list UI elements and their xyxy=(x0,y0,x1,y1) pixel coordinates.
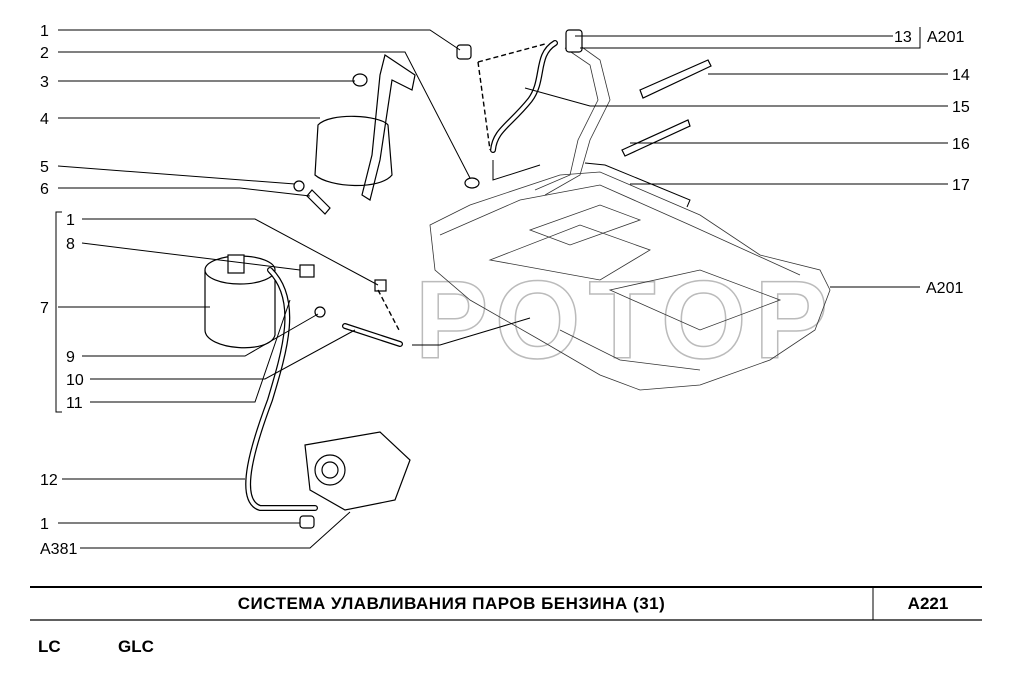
callout-label: 14 xyxy=(952,67,970,84)
clip xyxy=(456,44,472,60)
variant-lc: LC xyxy=(38,637,61,656)
callout-label: 11 xyxy=(66,395,83,412)
callout-label: A381 xyxy=(40,541,77,558)
callout-label: 3 xyxy=(40,74,49,91)
callout-label: 12 xyxy=(40,472,58,489)
callout-label: 5 xyxy=(40,159,49,176)
callout-label: 16 xyxy=(952,136,970,153)
callout-label: 7 xyxy=(40,300,49,317)
fuel-tank xyxy=(429,171,831,391)
hose-15 xyxy=(490,40,558,153)
right-callouts: 13 A201 14 15 16 17 A201 xyxy=(524,29,970,297)
canister xyxy=(204,254,387,349)
callout-label: A201 xyxy=(926,280,963,297)
variant-glc: GLC xyxy=(118,637,154,656)
cable-tie-16 xyxy=(621,119,691,157)
callout-label: 1 xyxy=(66,212,75,229)
callout-label: 17 xyxy=(952,177,970,194)
callout-label: 10 xyxy=(66,372,84,389)
callout-label: 13 xyxy=(894,29,912,46)
grommet xyxy=(464,177,480,189)
left-callouts: 1 2 3 4 5 6 1 8 7 9 10 11 12 1 A381 xyxy=(40,23,471,558)
callout-label: A201 xyxy=(927,29,964,46)
dashed-arrow xyxy=(477,43,546,63)
callout-label: 8 xyxy=(66,236,75,253)
diagram-code: A221 xyxy=(907,594,949,613)
callout-label: 1 xyxy=(40,516,49,533)
canister-bracket xyxy=(293,54,416,215)
callout-label: 15 xyxy=(952,99,970,116)
callout-label: 2 xyxy=(40,45,49,62)
cable-tie-14 xyxy=(639,59,712,99)
callout-label: 6 xyxy=(40,181,49,198)
diagram-title: СИСТЕМА УЛАВЛИВАНИЯ ПАРОВ БЕНЗИНА (31) xyxy=(237,594,666,613)
callout-label: 9 xyxy=(66,349,75,366)
pipe xyxy=(412,317,531,346)
group-bracket xyxy=(55,211,62,413)
callout-label: 1 xyxy=(40,23,49,40)
pipe-17 xyxy=(584,162,691,208)
callout-label: 4 xyxy=(40,111,49,128)
watermark: РОТОР xyxy=(415,259,836,382)
throttle-body xyxy=(299,431,411,529)
